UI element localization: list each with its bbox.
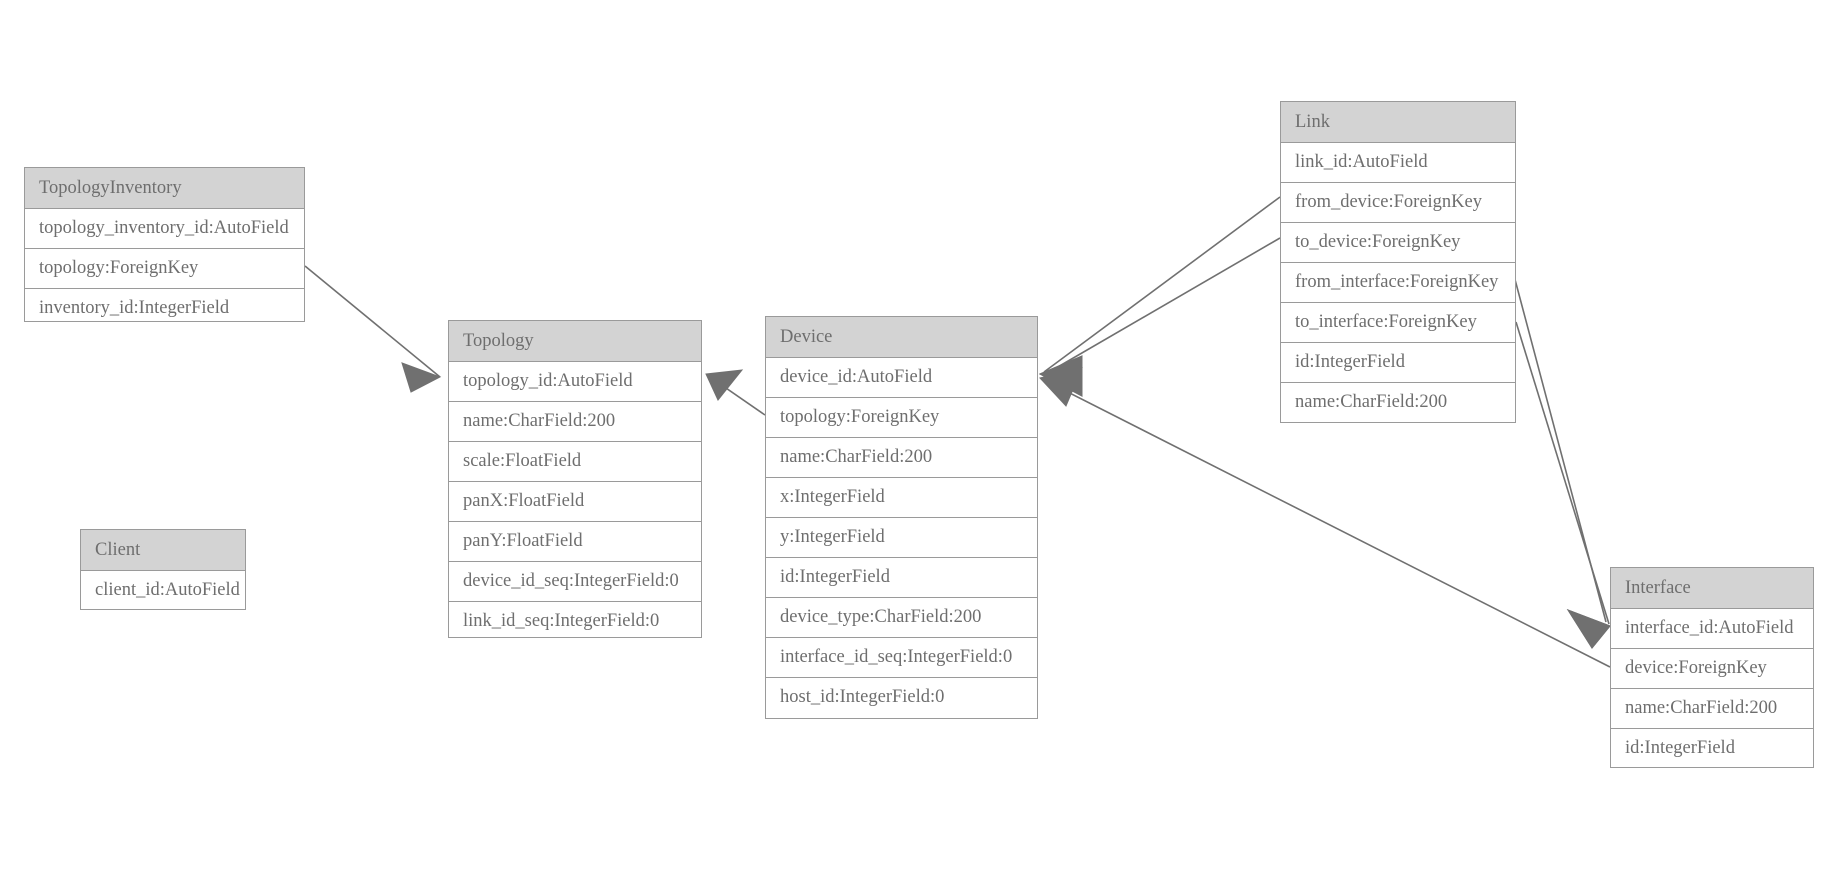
edge-line — [1043, 237, 1281, 376]
entity-field[interactable]: id:IntegerField — [1625, 738, 1735, 758]
edge-arrowhead — [1038, 355, 1083, 397]
edge-link-to-device — [1038, 237, 1281, 397]
entity-field[interactable]: to_interface:ForeignKey — [1281, 303, 1515, 343]
entity-field[interactable]: device:ForeignKey — [1611, 649, 1813, 689]
edge-device-topology — [705, 369, 766, 416]
entity-field[interactable]: x:IntegerField — [766, 478, 1037, 518]
edge-link-to-interface — [1515, 321, 1611, 649]
edge-line — [709, 376, 766, 416]
entity-field[interactable]: topology:ForeignKey — [25, 249, 304, 289]
edge-line — [1512, 271, 1607, 623]
edge-arrowhead — [401, 362, 442, 393]
edge-line — [1043, 196, 1281, 373]
edge-arrowhead — [1566, 608, 1611, 649]
entity-field[interactable]: scale:FloatField — [449, 442, 701, 482]
entity-field[interactable]: link_id:AutoField — [1281, 143, 1515, 183]
edge-line — [1515, 321, 1610, 625]
entity-field[interactable]: interface_id_seq:IntegerField:0 — [766, 638, 1037, 678]
entity-field[interactable]: topology_inventory_id:AutoField — [25, 209, 304, 249]
entity-title-client: Client — [81, 530, 245, 571]
entity-field[interactable]: link_id_seq:IntegerField:0 — [463, 611, 660, 631]
entity-field[interactable]: id:IntegerField — [1281, 343, 1515, 383]
entity-field[interactable]: client_id:AutoField — [95, 580, 240, 600]
edge-link-from-device — [1038, 196, 1281, 397]
entity-field[interactable]: to_device:ForeignKey — [1281, 223, 1515, 263]
entity-field[interactable]: name:CharField:200 — [766, 438, 1037, 478]
edge-link-from-interface — [1512, 271, 1611, 649]
edge-line — [304, 265, 441, 378]
entity-title-link: Link — [1281, 102, 1515, 143]
entity-field[interactable]: from_interface:ForeignKey — [1281, 263, 1515, 303]
entity-field[interactable]: interface_id:AutoField — [1611, 609, 1813, 649]
entity-field[interactable]: name:CharField:200 — [1611, 689, 1813, 729]
entity-field[interactable]: device_id_seq:IntegerField:0 — [449, 562, 701, 602]
entity-field[interactable]: topology_id:AutoField — [449, 362, 701, 402]
entity-title-device: Device — [766, 317, 1037, 358]
entity-field[interactable]: y:IntegerField — [766, 518, 1037, 558]
entity-field[interactable]: topology:ForeignKey — [766, 398, 1037, 438]
entity-field[interactable]: panY:FloatField — [449, 522, 701, 562]
entity-field[interactable]: host_id:IntegerField:0 — [780, 687, 945, 707]
entity-title-topology_inventory: TopologyInventory — [25, 168, 304, 209]
edge-arrowhead — [705, 369, 744, 401]
edge-arrowhead — [1566, 608, 1611, 649]
edge-topologyinventory-topology — [304, 265, 442, 393]
entity-field[interactable]: name:CharField:200 — [1295, 392, 1448, 412]
entity-field[interactable]: from_device:ForeignKey — [1281, 183, 1515, 223]
edge-arrowhead — [1038, 355, 1083, 397]
entity-fields-client: client_id:AutoField — [81, 571, 245, 611]
entity-title-interface: Interface — [1611, 568, 1813, 609]
entity-field[interactable]: inventory_id:IntegerField — [39, 298, 230, 318]
edge-arrowhead — [1039, 367, 1083, 407]
entity-field[interactable]: id:IntegerField — [766, 558, 1037, 598]
entity-client[interactable]: Client client_id:AutoField — [80, 529, 246, 610]
entity-field[interactable]: panX:FloatField — [449, 482, 701, 522]
entity-field[interactable]: name:CharField:200 — [449, 402, 701, 442]
edge-line — [1043, 379, 1611, 668]
entity-field[interactable]: device_type:CharField:200 — [766, 598, 1037, 638]
entity-field[interactable]: device_id:AutoField — [766, 358, 1037, 398]
entity-title-topology: Topology — [449, 321, 701, 362]
